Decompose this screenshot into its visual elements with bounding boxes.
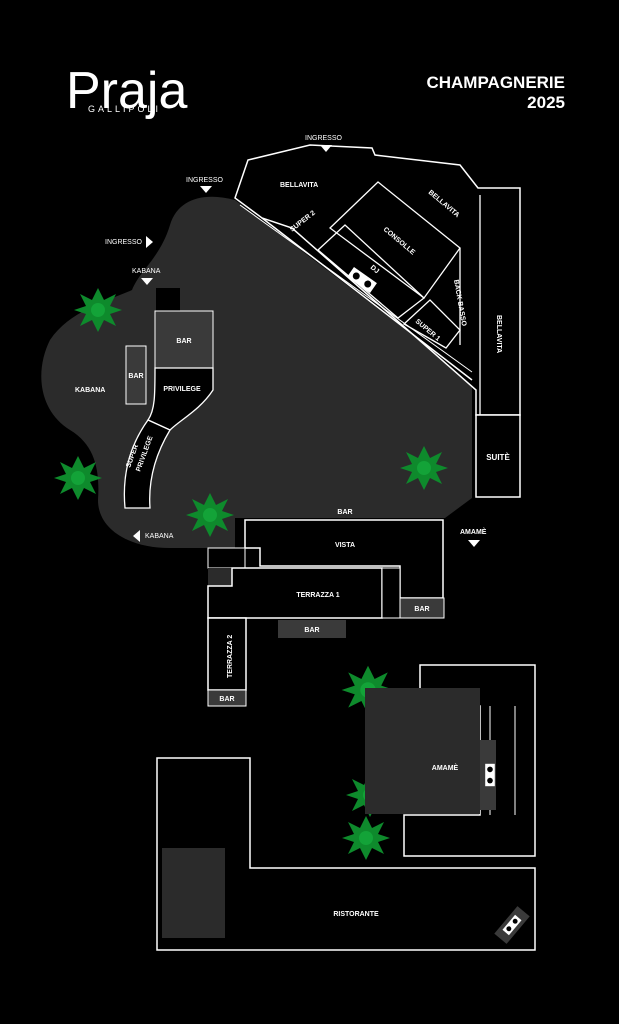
svg-text:INGRESSO: INGRESSO bbox=[186, 177, 224, 184]
amame-entrance: AMAMÈ bbox=[460, 527, 487, 547]
dj-console-icon bbox=[485, 763, 495, 787]
entrance-top: INGRESSO bbox=[305, 135, 343, 152]
palm-tree-icon bbox=[400, 446, 448, 490]
suite-label: SUITÈ bbox=[486, 453, 510, 462]
bar-terrazza2-label: BAR bbox=[219, 696, 234, 703]
ristorante-zone bbox=[156, 757, 536, 951]
kabana-bottom-entrance: KABANA bbox=[133, 530, 174, 542]
kabana-top-entrance: KABANA bbox=[132, 268, 161, 285]
ristorante-dark-area bbox=[162, 848, 225, 938]
stairs-right bbox=[381, 567, 401, 619]
vista-zone bbox=[244, 519, 444, 599]
stage-edge-inner bbox=[239, 204, 473, 373]
triangle-arrow-icon bbox=[468, 540, 480, 547]
amame-label: AMAMÈ bbox=[432, 763, 459, 772]
amame-floor bbox=[365, 688, 480, 814]
bar-terrazza1-label: BAR bbox=[304, 627, 319, 634]
bar-kabana-label: BAR bbox=[128, 373, 143, 380]
bar-terrazza1 bbox=[278, 620, 346, 638]
dj-label: DJ bbox=[369, 264, 380, 275]
svg-text:KABANA: KABANA bbox=[132, 268, 161, 275]
svg-text:INGRESSO: INGRESSO bbox=[105, 239, 143, 246]
terrazza1-label: TERRAZZA 1 bbox=[296, 592, 339, 599]
stairs-left bbox=[207, 547, 246, 569]
triangle-arrow-icon bbox=[133, 530, 140, 542]
header-title: CHAMPAGNERIE bbox=[426, 73, 565, 92]
svg-text:INGRESSO: INGRESSO bbox=[305, 135, 343, 142]
palm-tree-icon bbox=[54, 456, 102, 500]
bellavita-top bbox=[234, 144, 521, 416]
triangle-arrow-icon bbox=[200, 186, 212, 193]
terrazza2-zone bbox=[207, 617, 247, 691]
bar-kabana bbox=[125, 345, 147, 405]
dj-box bbox=[317, 224, 426, 319]
palm-tree-icon bbox=[74, 288, 122, 332]
bellavita-c-label: BELLAVITA bbox=[495, 315, 502, 353]
triangle-arrow-icon bbox=[320, 145, 332, 152]
header-year: 2025 bbox=[527, 93, 565, 112]
triangle-arrow-icon bbox=[146, 236, 153, 248]
terrazza2-label: TERRAZZA 2 bbox=[227, 635, 234, 678]
kabana-label: KABANA bbox=[75, 387, 105, 394]
super-privilege-zone bbox=[123, 419, 171, 509]
bar-privilege-label: BAR bbox=[176, 338, 191, 345]
suite-room bbox=[475, 414, 521, 498]
triangle-arrow-icon bbox=[141, 278, 153, 285]
entrance-left-top: INGRESSO bbox=[186, 177, 224, 193]
bellavita-a-label: BELLAVITA bbox=[280, 182, 318, 189]
svg-text:AMAMÈ: AMAMÈ bbox=[460, 527, 487, 536]
svg-text:Praja: Praja bbox=[66, 62, 187, 120]
palm-tree-icon bbox=[342, 816, 390, 860]
ristorante-label: RISTORANTE bbox=[333, 911, 379, 918]
privilege-label: PRIVILEGE bbox=[163, 386, 201, 393]
svg-text:GALLIPOLI: GALLIPOLI bbox=[88, 104, 161, 114]
svg-text:KABANA: KABANA bbox=[145, 533, 174, 540]
bar-vista-label: BAR bbox=[337, 509, 352, 516]
bar-terrazza-right bbox=[399, 597, 445, 619]
vista-label: VISTA bbox=[335, 542, 355, 549]
privilege-black-box bbox=[156, 288, 180, 312]
bar-terrazza2 bbox=[207, 689, 247, 707]
ristorante-console bbox=[494, 906, 530, 944]
praja-logo: Praja GALLIPOLI bbox=[66, 62, 187, 120]
bar-terrazza-right-label: BAR bbox=[414, 606, 429, 613]
entrance-left: INGRESSO bbox=[105, 236, 153, 248]
terrazza1-zone bbox=[207, 567, 383, 619]
stage-edge bbox=[261, 217, 473, 381]
